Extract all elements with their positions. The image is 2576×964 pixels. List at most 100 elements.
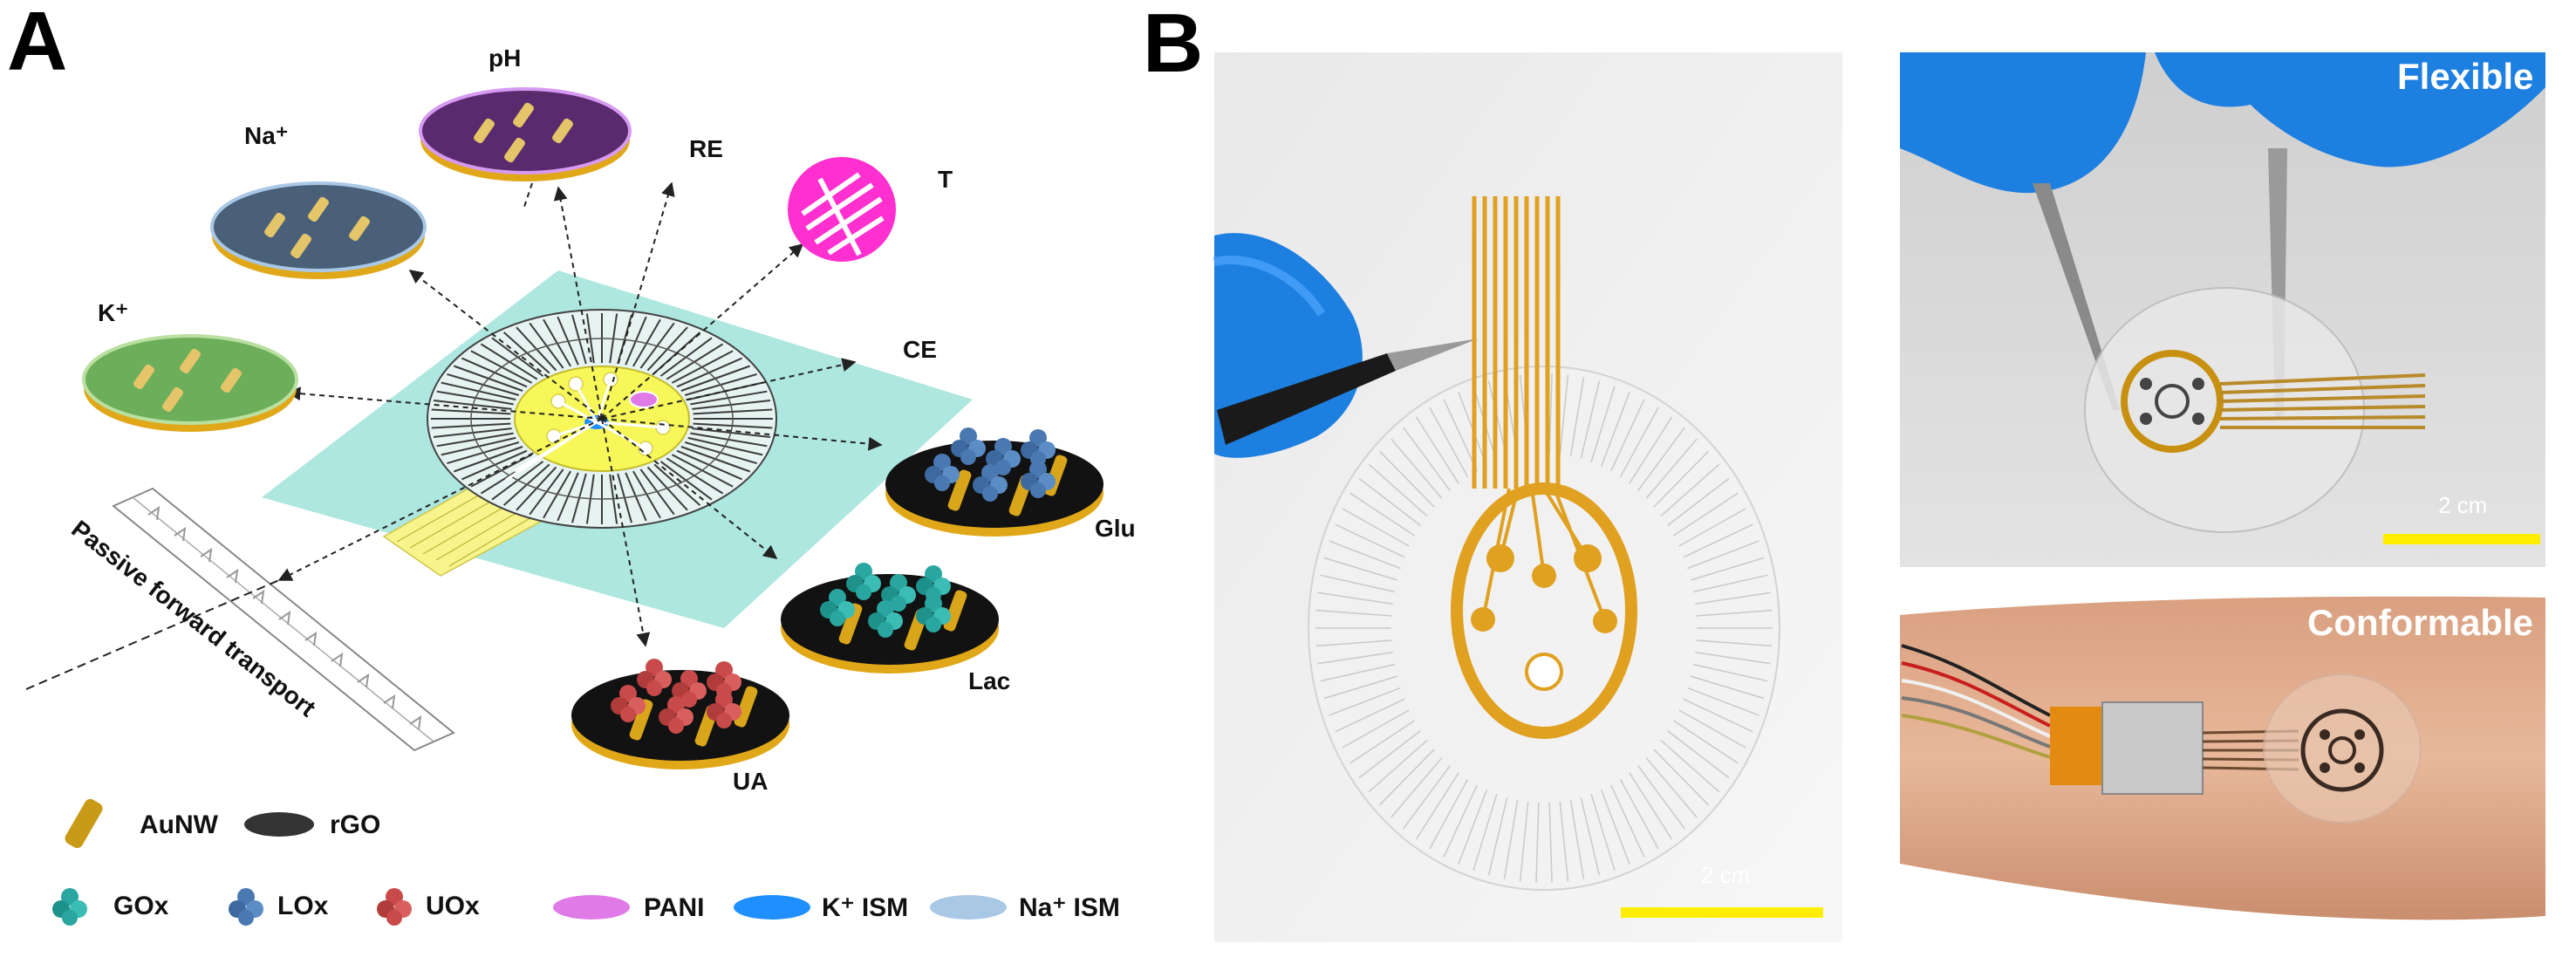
photo-conformable: Conformable bbox=[1900, 593, 2545, 951]
film-channel-line bbox=[1619, 407, 1659, 478]
film-channel-line bbox=[1320, 574, 1395, 593]
film-channel-line bbox=[1429, 778, 1469, 850]
film-channel-line bbox=[1323, 557, 1398, 581]
gold-traces bbox=[1472, 196, 1561, 489]
film-channel-line bbox=[1672, 492, 1739, 537]
film-channel-line bbox=[1358, 477, 1421, 526]
legend-aunw: AuNW bbox=[140, 810, 219, 839]
k-label: K⁺ bbox=[98, 299, 128, 326]
arrows bbox=[277, 181, 883, 647]
legend-k-ism: K⁺ ISM bbox=[822, 893, 908, 922]
film-channel-line bbox=[1559, 374, 1569, 455]
film-channel-line bbox=[1443, 399, 1478, 472]
panel-a-letter: A bbox=[7, 0, 67, 88]
legend-lox: LOx bbox=[277, 892, 329, 920]
film-channel-line bbox=[1342, 508, 1410, 547]
pani-dot bbox=[629, 391, 659, 408]
film-channel-line bbox=[1320, 663, 1395, 682]
fpc-connector bbox=[2050, 707, 2102, 785]
transport-channel bbox=[25, 487, 455, 752]
film-channel-line bbox=[1443, 784, 1478, 858]
film-channel-line bbox=[1569, 799, 1585, 879]
film-channel-line bbox=[1590, 793, 1616, 871]
lac-label: Lac bbox=[968, 667, 1010, 694]
film-channel-line bbox=[1653, 450, 1710, 508]
film-channel-line bbox=[1695, 652, 1771, 665]
ph-label: pH bbox=[489, 44, 521, 72]
glove-left bbox=[1900, 52, 2146, 194]
legend-pani: PANI bbox=[644, 893, 704, 922]
legend-gox: GOx bbox=[113, 892, 169, 920]
film-channel-line bbox=[1696, 609, 1773, 617]
film-channel-line bbox=[1403, 427, 1451, 491]
film-channel-line bbox=[1317, 591, 1393, 605]
t-label: T bbox=[938, 166, 953, 193]
scale-label-flexible: 2 cm bbox=[2438, 492, 2487, 518]
scale-bar-flexible bbox=[2383, 534, 2540, 544]
film-channel-line bbox=[1378, 450, 1435, 508]
legend-k-ism-swatch bbox=[734, 895, 810, 920]
film-channel-line bbox=[1660, 740, 1720, 793]
ua-label: UA bbox=[733, 768, 768, 795]
film-channel-line bbox=[1610, 784, 1645, 858]
ph-disc bbox=[419, 87, 632, 181]
film-channel-line bbox=[1687, 540, 1759, 570]
film-channel-line bbox=[1559, 801, 1569, 882]
legend-rgo-swatch bbox=[244, 812, 314, 837]
re-label: RE bbox=[689, 135, 723, 162]
flex-traces bbox=[2219, 373, 2426, 429]
film-channel-line bbox=[1672, 720, 1739, 764]
lac-disc bbox=[781, 563, 999, 673]
film-channel-line bbox=[1600, 392, 1630, 467]
film-channel-line bbox=[1696, 639, 1773, 647]
film-channel-line bbox=[1519, 801, 1529, 882]
legend-pani-swatch bbox=[553, 895, 630, 920]
film-channel-line bbox=[1378, 749, 1435, 806]
film-channel-line bbox=[1403, 765, 1451, 830]
film-channel-line bbox=[1323, 675, 1398, 700]
film-channel-line bbox=[1368, 463, 1428, 516]
film-channel-line bbox=[1415, 416, 1459, 484]
film-channel-line bbox=[1678, 709, 1746, 749]
film-channel-line bbox=[1667, 730, 1730, 779]
film-channel-line bbox=[1342, 709, 1410, 749]
film-channel-line bbox=[1693, 663, 1768, 682]
flexible-label: Flexible bbox=[2397, 56, 2533, 97]
photo-flexible: Flexible 2 cm bbox=[1900, 52, 2545, 567]
film-channel-line bbox=[1315, 639, 1392, 647]
film-channel-line bbox=[1637, 765, 1685, 830]
film-channel-line bbox=[1349, 492, 1416, 537]
film-channel-line bbox=[1683, 698, 1753, 733]
film-channel-line bbox=[1335, 698, 1405, 733]
film-channel-line bbox=[1690, 675, 1765, 700]
film-channel-line bbox=[1329, 540, 1401, 570]
glove-right bbox=[2155, 52, 2545, 168]
wires bbox=[1901, 644, 2051, 759]
conformable-label: Conformable bbox=[2307, 602, 2533, 643]
legend-uox: UOx bbox=[426, 892, 480, 920]
film-channel-line bbox=[1687, 687, 1759, 716]
film-channel-line bbox=[1472, 793, 1498, 871]
film-channel-line bbox=[1503, 799, 1519, 879]
panel-a-detail: A bbox=[0, 0, 1213, 960]
film-channel-line bbox=[1590, 386, 1616, 463]
film-channel-line bbox=[1358, 730, 1421, 779]
film-channel-line bbox=[1610, 399, 1645, 472]
film-channel-line bbox=[1315, 609, 1392, 617]
k-disc bbox=[82, 334, 298, 432]
film-channel-line bbox=[1368, 740, 1428, 793]
film-channel-line bbox=[1693, 574, 1768, 593]
glu-label: Glu bbox=[1095, 515, 1136, 542]
film-channel-line bbox=[1690, 557, 1765, 581]
legend-na-ism-swatch bbox=[930, 895, 1007, 920]
film-channel-line bbox=[1629, 416, 1673, 484]
film-channel-line bbox=[1580, 796, 1601, 876]
panel-b-letter: B bbox=[1143, 0, 1203, 90]
film-channel-line bbox=[1600, 790, 1630, 865]
film-channel-line bbox=[1580, 380, 1601, 460]
ce-label: CE bbox=[903, 336, 937, 363]
film-channel-line bbox=[1390, 757, 1443, 818]
photo-main: 2 cm bbox=[1213, 52, 1842, 942]
film-channel-line bbox=[1637, 427, 1685, 491]
film-channel-line bbox=[1390, 438, 1443, 499]
